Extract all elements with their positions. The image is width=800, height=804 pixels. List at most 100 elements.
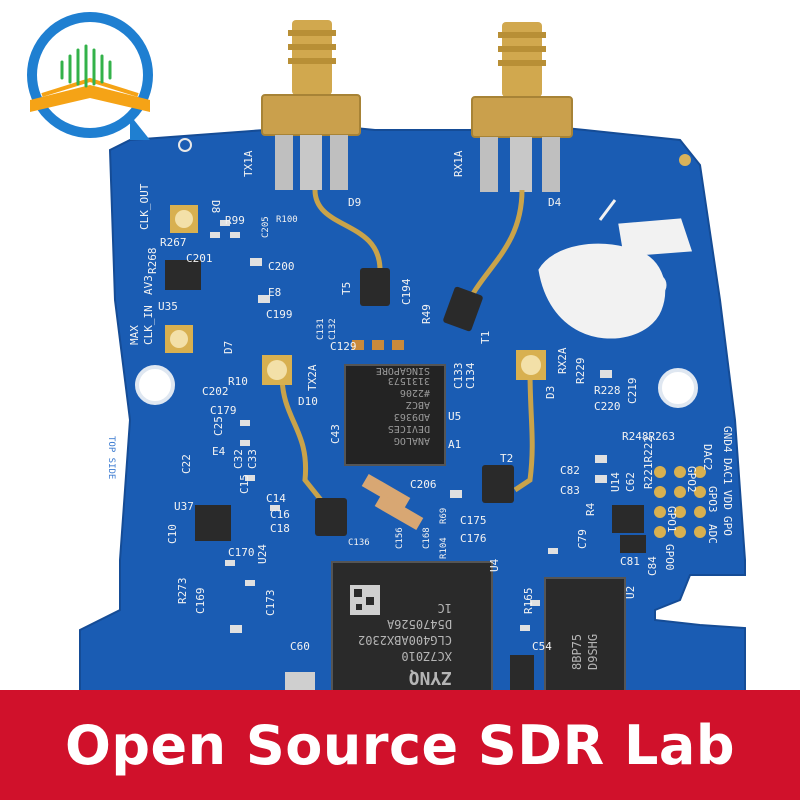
silk-c129: C129 (330, 340, 357, 353)
silk-c220: C220 (594, 400, 621, 413)
silk-t2: T2 (500, 452, 513, 465)
silk-gpo0: GPO0 (663, 544, 676, 571)
silk-tx2a: TX2A (306, 364, 319, 391)
silk-gpo3: GPO3 (706, 486, 719, 513)
silk-c131: C131 (316, 318, 326, 340)
silk-r267: R267 (160, 236, 187, 249)
silk-u37: U37 (174, 500, 194, 513)
silk-clk-out: CLK_OUT (138, 183, 151, 230)
ad9363-marking: AD9363 (394, 411, 430, 422)
silk-gpo1: GPO1 (665, 506, 678, 533)
silk-rx2a: RX2A (556, 347, 569, 374)
ddr-memory-chip (544, 577, 626, 701)
silk-d7: D7 (222, 341, 235, 354)
silk-d10: D10 (298, 395, 318, 408)
title-banner: Open Source SDR Lab (0, 690, 800, 800)
mounting-hole (658, 368, 698, 408)
silk-d9: D9 (348, 196, 361, 209)
silk-c219: C219 (626, 378, 639, 405)
silk-r268: R268 (146, 248, 159, 275)
silk-c15: C15 (238, 474, 251, 494)
silk-c206: C206 (410, 478, 437, 491)
silk-u35: U35 (158, 300, 178, 313)
ufl-connector (165, 325, 193, 353)
silk-u5: U5 (448, 410, 461, 423)
silk-r248r263: R248R263 (622, 430, 675, 443)
silk-r49: R49 (420, 304, 433, 324)
silk-c16: C16 (270, 508, 290, 521)
silk-r104: R104 (439, 537, 449, 559)
silk-c62: C62 (624, 472, 637, 492)
silk-t5: T5 (340, 282, 353, 295)
via-ring (178, 138, 192, 152)
silk-c14: C14 (266, 492, 286, 505)
mounting-hole (135, 365, 175, 405)
silk-c194: C194 (400, 278, 413, 305)
silk-c199: C199 (266, 308, 293, 321)
silk-c83: C83 (560, 484, 580, 497)
silk-c60: C60 (290, 640, 310, 653)
ufl-connector (170, 205, 198, 233)
silk-c133: C133 (452, 363, 465, 390)
silk-gpo2: GPO2 (685, 466, 698, 493)
silk-d8: D8 (209, 200, 222, 213)
silk-r99: R99 (225, 214, 245, 227)
zynq-marking: CLG400ABX2302 (358, 633, 452, 647)
ddr-marking: D9SHG (586, 634, 600, 670)
silk-adc: ADC (706, 524, 719, 544)
silk-c176: C176 (460, 532, 487, 545)
silk-u24: U24 (256, 544, 269, 564)
silk-gnd4: GND4 (721, 426, 734, 453)
silk-r69: R69 (439, 508, 449, 524)
ufl-connector (516, 350, 546, 380)
silk-c179: C179 (210, 404, 237, 417)
silk-c54: C54 (532, 640, 552, 653)
silk-u4: U4 (488, 558, 501, 572)
silk-c202: C202 (202, 385, 229, 398)
silk-e4: E4 (212, 445, 226, 458)
silk-r165: R165 (522, 588, 535, 615)
silk-rx1a: RX1A (452, 150, 465, 177)
silk-c156: C156 (395, 527, 405, 549)
silk-r10: R10 (228, 375, 248, 388)
silk-c81: C81 (620, 555, 640, 568)
silk-r221r222: R221R222 (642, 436, 655, 489)
silk-top-side: TOP SIDE (106, 436, 116, 479)
silk-c32: C32 (232, 449, 245, 469)
silk-c169: C169 (194, 588, 207, 615)
silk-c201: C201 (186, 252, 213, 265)
silk-r4: R4 (584, 502, 597, 516)
lab-logo (27, 12, 153, 140)
silk-c43: C43 (329, 424, 342, 444)
silk-c205: C205 (261, 216, 271, 238)
silk-u14: U14 (609, 472, 622, 492)
ad9363-marking: ANALOG (394, 435, 430, 446)
silk-c200: C200 (268, 260, 295, 273)
silk-c84: C84 (646, 556, 659, 576)
silk-c25: C25 (212, 416, 225, 436)
ad9363-marking: SINGAPORE (376, 365, 430, 376)
silk-c136: C136 (348, 538, 370, 548)
silk-d4: D4 (548, 196, 562, 209)
silk-vdd: VDD (721, 490, 734, 510)
silk-t1: T1 (479, 331, 492, 344)
sma-connector-tx1a (261, 20, 361, 190)
zynq-chip (331, 561, 493, 701)
zynq-marking: XC7Z010 (401, 649, 452, 663)
ad9363-marking: DEVICES (388, 423, 430, 434)
silk-c10: C10 (166, 524, 179, 544)
silk-clk-in: CLK_IN (142, 305, 155, 345)
ad9363-marking: ABCZ (406, 399, 430, 410)
ad9363-marking: #2206 (400, 387, 430, 398)
silk-tx1a: TX1A (242, 150, 255, 177)
silk-c168: C168 (422, 527, 432, 549)
ad9363-marking: 3131573 (388, 375, 430, 386)
silk-c22: C22 (180, 454, 193, 474)
silk-max: MAX (128, 325, 141, 345)
silkscreen-character-drawing (538, 199, 693, 339)
sma-connector-rx1a (471, 22, 573, 192)
silk-c134: C134 (464, 362, 477, 389)
silk-c79: C79 (576, 529, 589, 549)
silk-c18: C18 (270, 522, 290, 535)
